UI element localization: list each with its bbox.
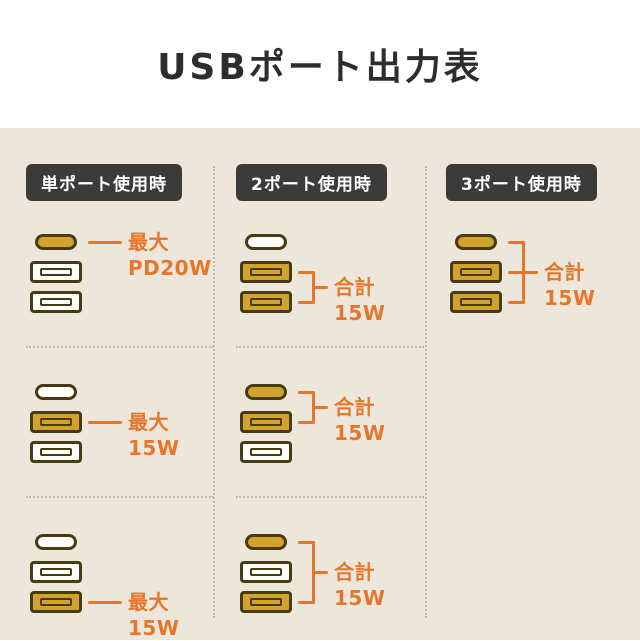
- pointer-line: [298, 390, 314, 394]
- title-bar: USBポート出力表: [0, 0, 640, 128]
- column-2: 2ポート使用時合計15W 合計15W 合計15W: [236, 164, 424, 617]
- usb-a-contact-icon: [40, 598, 72, 606]
- usb-a-contact-icon: [250, 268, 282, 276]
- pointer-line: [312, 405, 328, 409]
- port-row: 最大 PD20W: [26, 227, 214, 317]
- column-header: 単ポート使用時: [26, 164, 182, 201]
- usb-a-port: [240, 441, 292, 463]
- port-row: 最大15W: [26, 377, 214, 467]
- usb-a-port: [240, 591, 292, 613]
- row-separator: [26, 346, 214, 348]
- usb-a-contact-icon: [40, 268, 72, 276]
- page-title: USBポート出力表: [157, 47, 483, 88]
- usb-a-port: [30, 291, 82, 313]
- pointer-line: [298, 270, 314, 274]
- usb-c-port: [245, 384, 287, 400]
- pointer-line: [298, 600, 314, 604]
- usb-a-contact-icon: [460, 268, 492, 276]
- usb-a-contact-icon: [40, 568, 72, 576]
- column-separator: [213, 166, 215, 618]
- usb-c-port: [35, 534, 77, 550]
- usb-a-contact-icon: [40, 298, 72, 306]
- port-row: 合計15W: [236, 377, 424, 467]
- usb-a-port: [240, 561, 292, 583]
- pointer-line: [88, 240, 122, 244]
- output-label: 合計15W: [334, 395, 386, 445]
- port-rows: 最大 PD20W 最大15W 最大15W: [26, 227, 214, 640]
- usb-c-port: [35, 234, 77, 250]
- pointer-line: [298, 540, 314, 544]
- output-label: 最大15W: [128, 590, 180, 640]
- usb-a-contact-icon: [40, 418, 72, 426]
- column-1: 単ポート使用時最大 PD20W 最大15W 最大15W: [26, 164, 214, 640]
- column-separator: [425, 166, 427, 618]
- port-row: 合計15W: [236, 527, 424, 617]
- output-label: 合計15W: [334, 275, 386, 325]
- pointer-line: [522, 270, 538, 274]
- pointer-line: [508, 300, 524, 304]
- row-separator: [26, 496, 214, 498]
- usb-a-contact-icon: [460, 298, 492, 306]
- usb-a-port: [30, 411, 82, 433]
- usb-c-port: [35, 384, 77, 400]
- output-label: 合計15W: [334, 560, 386, 610]
- port-row: 最大15W: [26, 527, 214, 640]
- port-row: 合計15W: [236, 227, 424, 325]
- usb-a-port: [240, 261, 292, 283]
- usb-c-port: [455, 234, 497, 250]
- usb-c-port: [245, 534, 287, 550]
- pointer-line: [88, 600, 122, 604]
- usb-a-port: [240, 291, 292, 313]
- usb-a-contact-icon: [250, 568, 282, 576]
- column-header: 2ポート使用時: [236, 164, 387, 201]
- pointer-line: [312, 570, 328, 574]
- usb-c-port: [245, 234, 287, 250]
- column-3: 3ポート使用時合計15W: [446, 164, 634, 317]
- output-label: 合計15W: [544, 260, 596, 310]
- usb-a-contact-icon: [250, 418, 282, 426]
- pointer-line: [298, 420, 314, 424]
- pointer-line: [298, 300, 314, 304]
- usb-a-port: [240, 411, 292, 433]
- usb-a-contact-icon: [250, 448, 282, 456]
- port-rows: 合計15W: [446, 227, 634, 317]
- pointer-line: [508, 270, 524, 274]
- usb-a-contact-icon: [250, 298, 282, 306]
- port-row: 合計15W: [446, 227, 634, 317]
- usb-a-port: [30, 261, 82, 283]
- column-header: 3ポート使用時: [446, 164, 597, 201]
- usb-a-port: [30, 561, 82, 583]
- usb-a-port: [30, 591, 82, 613]
- pointer-line: [88, 420, 122, 424]
- output-label: 最大 PD20W: [128, 230, 212, 280]
- output-label: 最大15W: [128, 410, 180, 460]
- usb-a-contact-icon: [40, 448, 72, 456]
- usb-a-port: [450, 291, 502, 313]
- port-rows: 合計15W 合計15W 合計15W: [236, 227, 424, 617]
- usb-a-contact-icon: [250, 598, 282, 606]
- pointer-line: [508, 240, 524, 244]
- usb-a-port: [450, 261, 502, 283]
- row-separator: [236, 346, 424, 348]
- usb-a-port: [30, 441, 82, 463]
- pointer-line: [312, 285, 328, 289]
- row-separator: [236, 496, 424, 498]
